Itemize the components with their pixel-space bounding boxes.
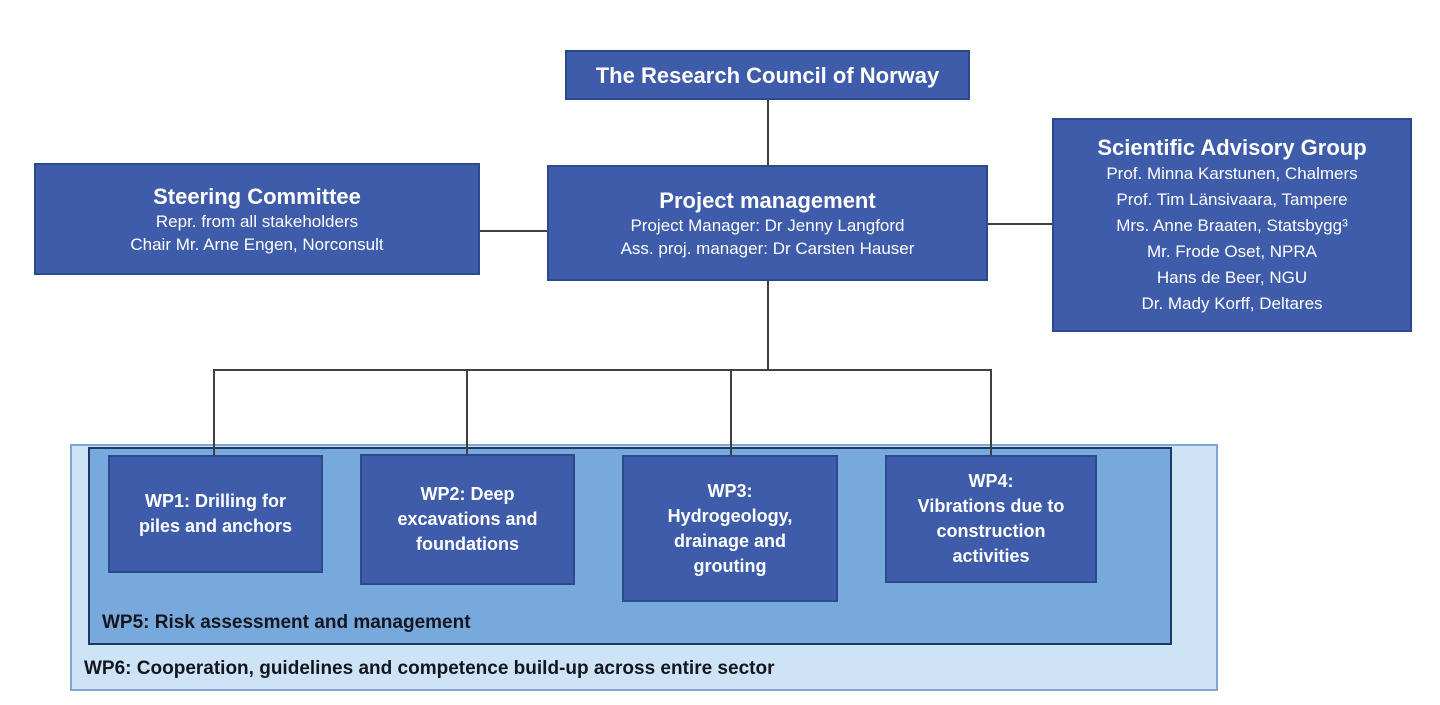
scientific-advisory-group-title: Scientific Advisory Group [1097, 134, 1367, 160]
wp3-line: grouting [693, 555, 767, 576]
connector-rcn-to-pm [767, 100, 769, 165]
connector-drop-wp2 [466, 369, 468, 455]
node-project-management: Project management Project Manager: Dr J… [547, 165, 988, 281]
wp4-line: Vibrations due to [917, 496, 1065, 516]
connector-pm-to-sag [988, 223, 1054, 225]
project-management-line: Ass. proj. manager: Dr Carsten Hauser [620, 238, 915, 258]
wp3-line: drainage and [673, 530, 787, 551]
steering-committee-line: Repr. from all stakeholders [155, 211, 359, 231]
connector-pm-down [767, 281, 769, 369]
wp3-line: WP3: [707, 480, 753, 501]
node-scientific-advisory-group: Scientific Advisory Group Prof. Minna Ka… [1052, 118, 1412, 332]
wp1-line: WP1: Drilling for [145, 491, 286, 511]
node-wp3: WP3: Hydrogeology, drainage and grouting [622, 455, 838, 602]
wp6-label: WP6: Cooperation, guidelines and compete… [84, 658, 775, 679]
connector-drop-wp1 [213, 369, 215, 455]
node-wp4: WP4: Vibrations due to construction acti… [885, 455, 1097, 583]
wp2-line: foundations [416, 534, 519, 554]
project-management-title: Project management [659, 187, 876, 213]
wp4-line: WP4: [968, 471, 1014, 491]
advisory-member: Mrs. Anne Braaten, Statsbygg³ [1116, 215, 1348, 235]
node-steering-committee: Steering Committee Repr. from all stakeh… [34, 163, 480, 275]
connector-drop-wp4 [990, 369, 992, 455]
wp1-line: piles and anchors [138, 516, 293, 536]
advisory-member: Dr. Mady Korff, Deltares [1141, 293, 1323, 313]
node-wp1: WP1: Drilling for piles and anchors [108, 455, 323, 573]
connector-steering-to-pm [480, 230, 547, 232]
advisory-member: Prof. Minna Karstunen, Chalmers [1106, 163, 1358, 183]
steering-committee-title: Steering Committee [153, 183, 361, 209]
advisory-member: Hans de Beer, NGU [1156, 267, 1308, 287]
project-management-line: Project Manager: Dr Jenny Langford [630, 215, 905, 235]
advisory-member: Prof. Tim Länsivaara, Tampere [1116, 189, 1348, 209]
wp2-line: excavations and [397, 509, 538, 529]
advisory-member: Mr. Frode Oset, NPRA [1146, 241, 1318, 261]
research-council-title: The Research Council of Norway [595, 62, 940, 88]
wp2-line: WP2: Deep [420, 484, 515, 504]
steering-committee-line: Chair Mr. Arne Engen, Norconsult [130, 234, 384, 254]
node-wp2: WP2: Deep excavations and foundations [360, 454, 575, 585]
wp3-line: Hydrogeology, [667, 505, 793, 526]
connector-drop-wp3 [730, 369, 732, 455]
wp4-line: activities [952, 546, 1030, 566]
node-research-council: The Research Council of Norway [565, 50, 970, 100]
wp5-label: WP5: Risk assessment and management [102, 612, 471, 633]
connector-horizontal-bar [213, 369, 992, 371]
wp4-line: construction [936, 521, 1046, 541]
